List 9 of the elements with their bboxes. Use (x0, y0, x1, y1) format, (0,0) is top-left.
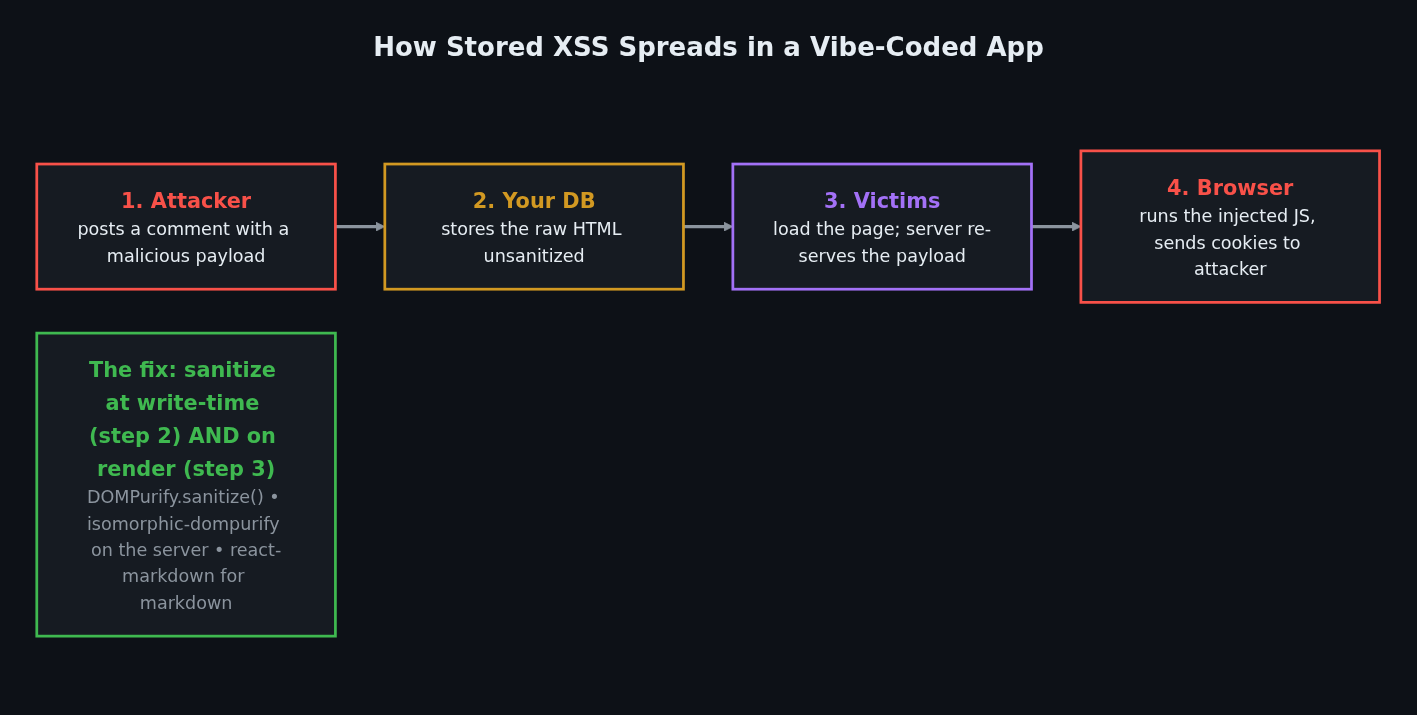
diagram-title: How Stored XSS Spreads in a Vibe-Coded App (373, 32, 1044, 62)
arrow (683, 221, 734, 232)
node-box: 4. Browser runs the injected JS, sends cookies to attacker (1079, 149, 1382, 304)
arrow (1031, 221, 1082, 232)
node-box: 2. Your DB stores the raw HTML unsanitized (383, 162, 686, 291)
node-box: The fix: sanitize at write-time (step 2) AND on render (step 3) DOMPurify.sanitize() • isomorphic-dompurify on the server • react-markdown for markdown (35, 331, 338, 638)
node-box: 3. Victims load the page; server re-serves the payload (731, 162, 1034, 291)
arrow (335, 221, 386, 232)
node-box: 1. Attacker posts a comment with a malicious payload (35, 162, 338, 291)
